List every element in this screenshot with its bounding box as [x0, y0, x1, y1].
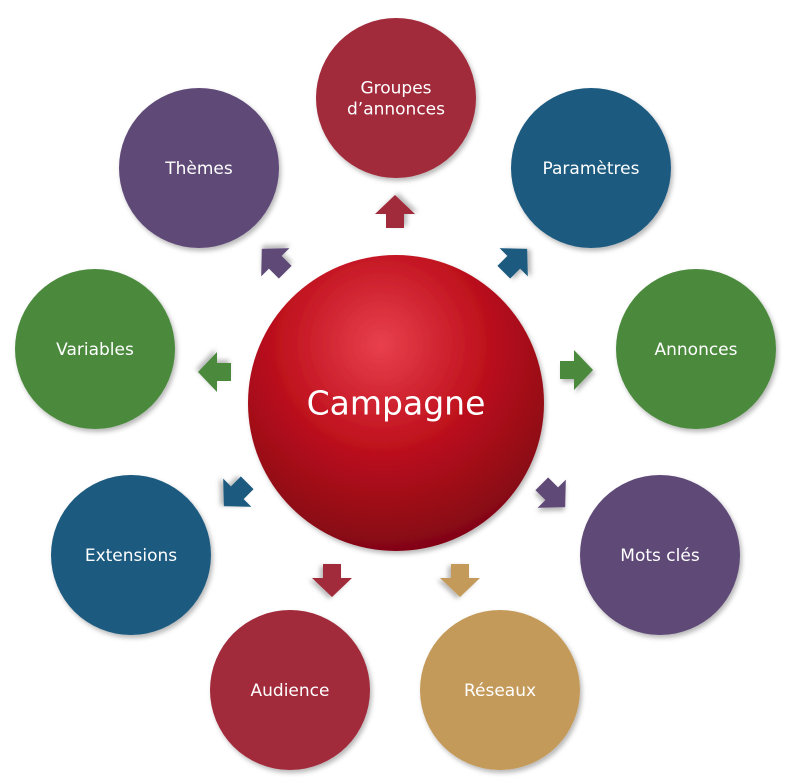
- node-label-line: Extensions: [85, 546, 177, 566]
- node-circle-themes: [119, 88, 279, 248]
- node-circle-mots-cles: [580, 475, 740, 635]
- node-label-line: Réseaux: [464, 681, 536, 701]
- node-label-line: Mots clés: [620, 546, 700, 566]
- node-label-reseaux: Réseaux: [464, 681, 536, 701]
- node-annonces: Annonces: [616, 269, 776, 429]
- node-circle-extensions: [51, 475, 211, 635]
- node-label-extensions: Extensions: [85, 546, 177, 566]
- node-parametres: Paramètres: [511, 88, 671, 248]
- center-label: Campagne: [307, 384, 486, 423]
- node-circle-annonces: [616, 269, 776, 429]
- node-variables: Variables: [15, 269, 175, 429]
- node-circle-variables: [15, 269, 175, 429]
- node-label-line: Annonces: [654, 340, 737, 360]
- arrow-groupes-annonces: [375, 195, 415, 228]
- node-circle-reseaux: [420, 610, 580, 770]
- node-label-line: Groupes: [360, 79, 431, 99]
- arrow-annonces: [560, 350, 593, 390]
- node-label-line: Audience: [251, 681, 330, 701]
- node-label-mots-cles: Mots clés: [620, 546, 700, 566]
- node-label-line: Thèmes: [164, 159, 233, 179]
- node-label-themes: Thèmes: [164, 159, 233, 179]
- node-label-line: d’annonces: [347, 100, 445, 120]
- arrow-reseaux: [440, 564, 480, 597]
- node-circle-parametres: [511, 88, 671, 248]
- node-audience: Audience: [210, 610, 370, 770]
- node-label-audience: Audience: [251, 681, 330, 701]
- node-label-line: Variables: [56, 340, 134, 360]
- node-extensions: Extensions: [51, 475, 211, 635]
- node-label-line: Paramètres: [543, 159, 640, 179]
- node-themes: Thèmes: [119, 88, 279, 248]
- arrow-themes: [261, 248, 292, 279]
- arrow-audience: [312, 564, 352, 597]
- node-label-variables: Variables: [56, 340, 134, 360]
- node-circle-audience: [210, 610, 370, 770]
- center-node: Campagne: [248, 255, 544, 551]
- node-label-annonces: Annonces: [654, 340, 737, 360]
- node-circle-groupes-annonces: [316, 18, 476, 178]
- arrow-variables: [198, 352, 231, 392]
- node-reseaux: Réseaux: [420, 610, 580, 770]
- arrow-parametres: [497, 248, 528, 279]
- arrow-mots-cles: [535, 477, 566, 508]
- node-label-parametres: Paramètres: [543, 159, 640, 179]
- center-circle: [248, 255, 544, 551]
- node-mots-cles: Mots clés: [580, 475, 740, 635]
- arrow-extensions: [223, 476, 254, 507]
